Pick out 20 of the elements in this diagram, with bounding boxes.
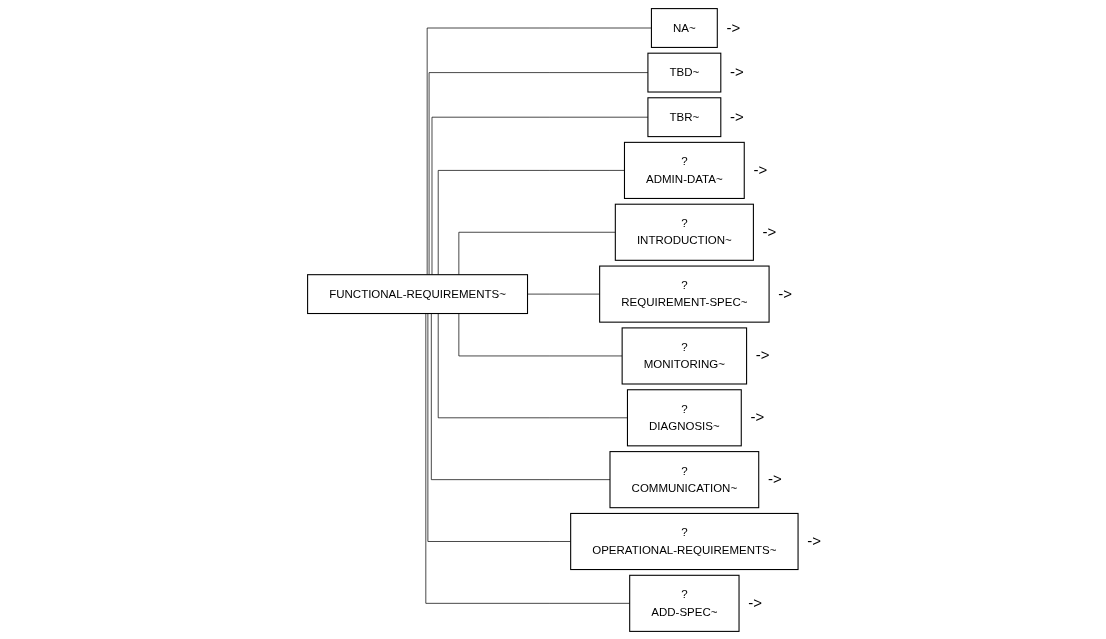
element-box: ? COMMUNICATION~ xyxy=(609,450,760,508)
element-box: ? INTRODUCTION~ xyxy=(614,203,755,261)
connector-line xyxy=(431,312,611,480)
connector-line xyxy=(428,71,649,275)
element-box: FUNCTIONAL-REQUIREMENTS~ xyxy=(307,273,529,314)
element-box: ? DIAGNOSIS~ xyxy=(627,388,742,446)
element-box: ? ADMIN-DATA~ xyxy=(624,141,745,199)
element-box: TBD~ xyxy=(647,52,722,93)
connector-line xyxy=(438,169,625,275)
element-box: ? ADD-SPEC~ xyxy=(629,574,740,632)
element-box: ? OPERATIONAL-REQUIREMENTS~ xyxy=(570,512,799,570)
element-box: TBR~ xyxy=(647,96,722,137)
element-box: ? MONITORING~ xyxy=(621,326,748,385)
connector-line xyxy=(431,116,649,275)
connector-line xyxy=(458,231,616,275)
connector-line xyxy=(458,312,623,356)
element-box: ? REQUIREMENT-SPEC~ xyxy=(599,265,770,323)
connector-line xyxy=(426,27,652,275)
element-box: NA~ xyxy=(651,7,718,48)
connector-line xyxy=(438,312,628,418)
